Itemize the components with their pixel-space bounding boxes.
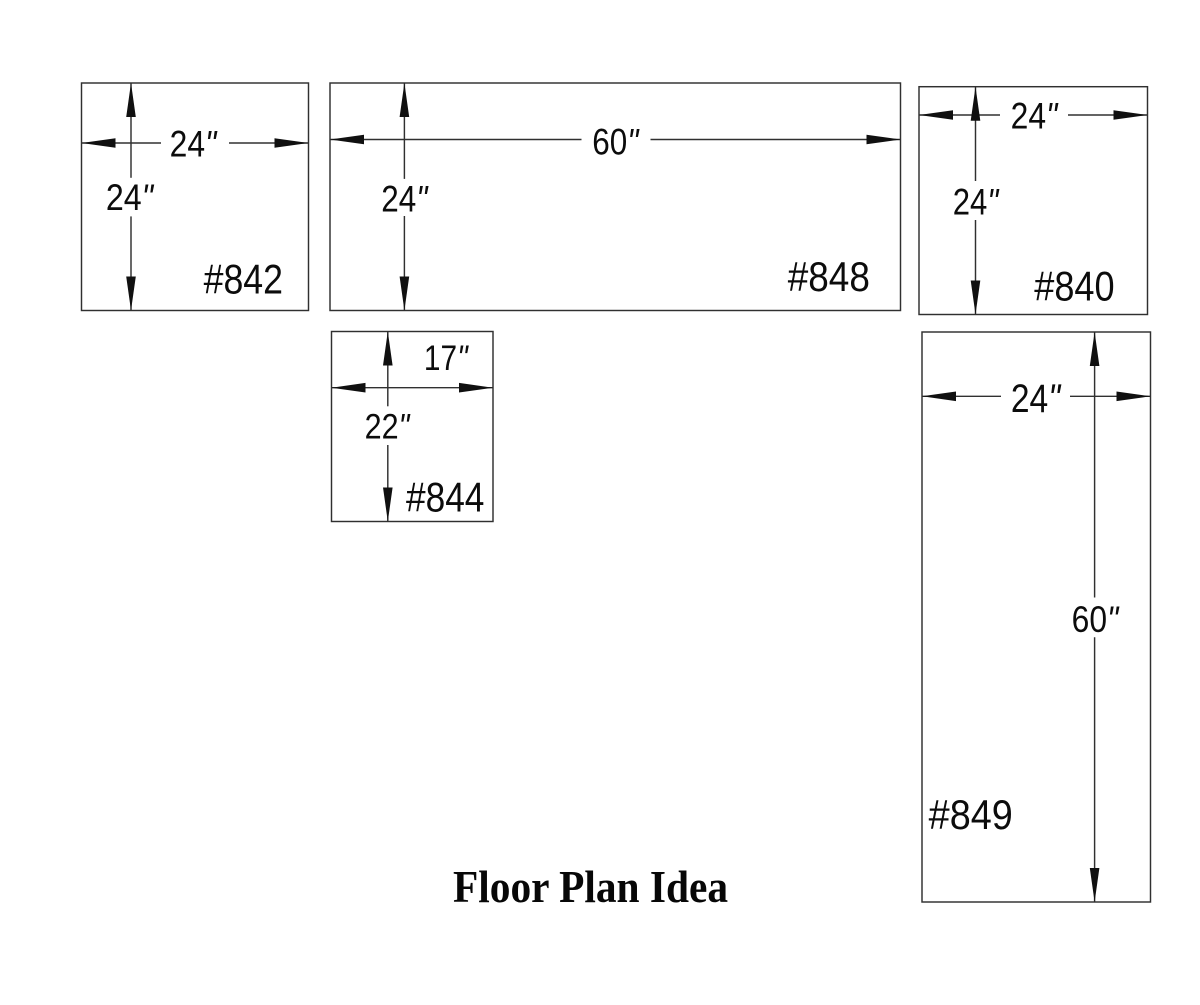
svg-text:24": 24"	[106, 178, 155, 219]
svg-text:24": 24"	[170, 124, 218, 165]
svg-text:#844: #844	[406, 475, 484, 522]
svg-text:24": 24"	[381, 179, 429, 220]
svg-text:60": 60"	[592, 122, 640, 163]
svg-text:#849: #849	[929, 792, 1013, 838]
svg-text:24": 24"	[1011, 376, 1062, 420]
svg-text:24": 24"	[1011, 96, 1059, 137]
svg-text:#842: #842	[204, 257, 283, 303]
svg-text:60": 60"	[1072, 600, 1120, 641]
svg-text:#848: #848	[788, 254, 870, 301]
svg-text:#840: #840	[1034, 264, 1114, 310]
svg-text:24": 24"	[953, 182, 1000, 223]
svg-text:17": 17"	[424, 338, 469, 378]
svg-text:Floor Plan Idea: Floor Plan Idea	[453, 861, 728, 912]
svg-text:22": 22"	[365, 407, 411, 447]
